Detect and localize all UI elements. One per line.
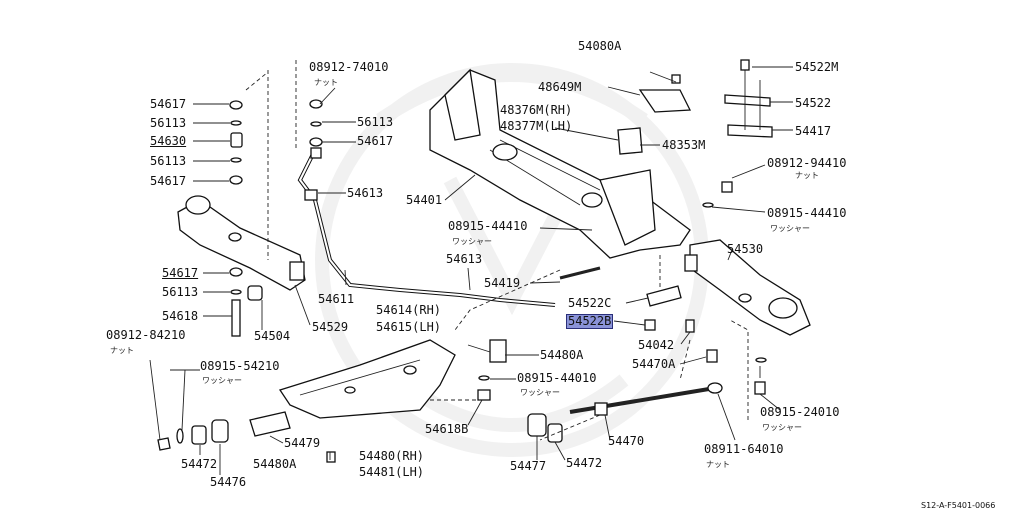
label-54080A: 54080A <box>578 39 622 53</box>
label-washer-kana-bottom-right: ワッシャー <box>762 423 802 432</box>
label-48649M: 48649M <box>538 80 582 94</box>
label-48376M: 48376M(RH) <box>500 103 573 117</box>
label-54611: 54611 <box>318 292 355 306</box>
label-54522: 54522 <box>795 96 832 110</box>
dashed-lines <box>245 60 749 441</box>
label-54530: 54530 <box>727 242 764 256</box>
label-54618B: 54618B <box>425 422 469 436</box>
label-54615: 54615(LH) <box>376 320 442 334</box>
label-08915-44010: 08915-44010 <box>517 371 597 385</box>
label-08912-74010: 08912-74010 <box>309 60 389 74</box>
label-54522B-highlighted[interactable]: 54522B <box>565 314 614 329</box>
label-54522M: 54522M <box>795 60 839 74</box>
label-54617-c: 54617 <box>357 134 394 148</box>
label-54522C: 54522C <box>568 296 612 310</box>
label-54417: 54417 <box>795 124 832 138</box>
label-56113-b: 56113 <box>150 154 187 168</box>
label-54470A: 54470A <box>632 357 676 371</box>
label-54419: 54419 <box>484 276 521 290</box>
label-54470: 54470 <box>608 434 645 448</box>
label-54617-a: 54617 <box>150 97 187 111</box>
label-54401: 54401 <box>406 193 443 207</box>
diagram-reference-code: S12-A-F5401-0066 <box>921 501 996 510</box>
label-54042: 54042 <box>638 338 675 352</box>
label-54472-left: 54472 <box>181 457 218 471</box>
label-54614: 54614(RH) <box>376 303 442 317</box>
label-48377M: 48377M(LH) <box>500 119 573 133</box>
label-nut-kana-bottom: ナット <box>706 460 730 469</box>
label-08915-44410-right: 08915-44410 <box>767 206 847 220</box>
label-54630: 54630 <box>150 134 187 148</box>
label-08911-64010: 08911-64010 <box>704 442 784 456</box>
bottom-bushings <box>157 181 767 463</box>
label-08915-54210: 08915-54210 <box>200 359 280 373</box>
label-nut-kana-top: ナット <box>314 78 338 87</box>
right-lower-arm <box>684 239 811 336</box>
label-08915-44410: 08915-44410 <box>448 219 528 233</box>
label-54618: 54618 <box>162 309 199 323</box>
label-08912-94410: 08912-94410 <box>767 156 847 170</box>
label-54477: 54477 <box>510 459 547 473</box>
label-54481: 54481(LH) <box>359 465 425 479</box>
bushing-stack-left <box>229 99 323 337</box>
label-54480: 54480(RH) <box>359 449 425 463</box>
strut-rod <box>569 382 723 416</box>
label-54617-b: 54617 <box>150 174 187 188</box>
label-56113-d: 56113 <box>162 285 199 299</box>
label-54480A-right: 54480A <box>540 348 584 362</box>
label-54617-d: 54617 <box>162 266 199 280</box>
label-56113-a: 56113 <box>150 116 187 130</box>
label-washer-kana-center: ワッシャー <box>520 388 560 397</box>
lower-plate <box>278 339 456 419</box>
label-54504: 54504 <box>254 329 291 343</box>
label-washer-kana-right: ワッシャー <box>770 224 810 233</box>
label-48353M: 48353M <box>662 138 706 152</box>
bracket-parts <box>617 59 773 155</box>
label-54613-mid: 54613 <box>446 252 483 266</box>
label-54476: 54476 <box>210 475 247 489</box>
crossmember-part <box>429 68 691 259</box>
label-nut-kana-left: ナット <box>110 346 134 355</box>
label-08915-24010: 08915-24010 <box>760 405 840 419</box>
label-54479: 54479 <box>284 436 321 450</box>
label-08912-84210: 08912-84210 <box>106 328 186 342</box>
label-nut-kana-right: ナット <box>795 171 819 180</box>
label-washer-kana-mid: ワッシャー <box>452 237 492 246</box>
label-54480A-left: 54480A <box>253 457 297 471</box>
label-56113-c: 56113 <box>357 115 394 129</box>
label-54472-right: 54472 <box>566 456 603 470</box>
label-54613-left: 54613 <box>347 186 384 200</box>
label-washer-kana-left: ワッシャー <box>202 376 242 385</box>
label-54529: 54529 <box>312 320 349 334</box>
leader-lines <box>149 66 793 475</box>
left-lower-arm <box>177 195 306 291</box>
